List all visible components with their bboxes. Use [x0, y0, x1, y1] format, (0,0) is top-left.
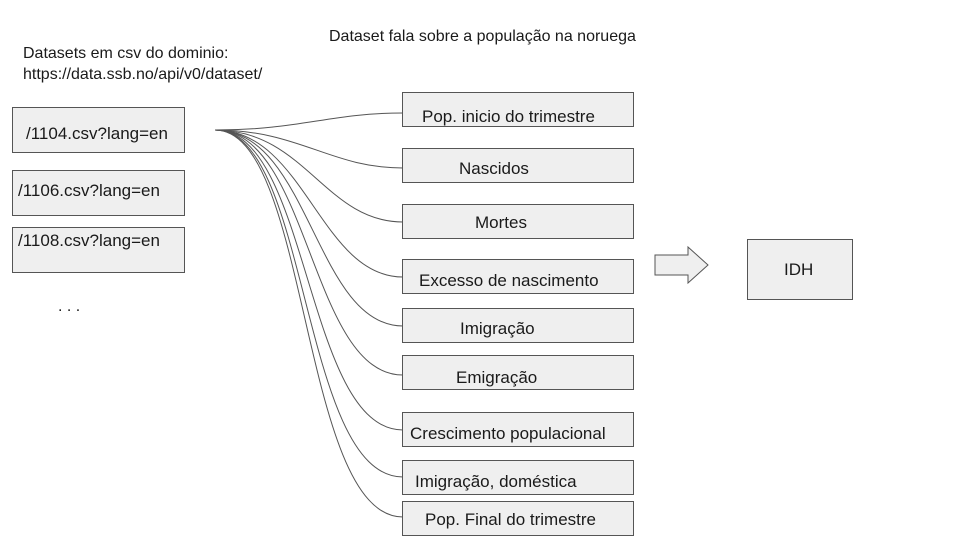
connector-curve [214, 129, 404, 518]
variable-box: Emigração [402, 355, 634, 390]
variable-label: Crescimento populacional [410, 424, 606, 443]
connector-curve [214, 129, 404, 169]
dataset-box-1104: /1104.csv?lang=en [12, 107, 185, 153]
dataset-box-1108: /1108.csv?lang=en [12, 227, 185, 273]
dataset-label: /1104.csv?lang=en [26, 124, 168, 143]
connector-curve [214, 129, 404, 327]
connector-curve [214, 129, 404, 376]
connector-curve [214, 129, 404, 278]
connector-curve [214, 112, 404, 131]
connector-curve [214, 129, 404, 223]
variable-label: Excesso de nascimento [419, 271, 599, 290]
variable-box: Crescimento populacional [402, 412, 634, 447]
dataset-label: /1108.csv?lang=en [18, 231, 160, 250]
connector-curve [214, 129, 404, 431]
right-arrow-icon [654, 245, 709, 285]
result-label: IDH [784, 260, 814, 279]
source-label: Datasets em csv do dominio: [23, 45, 229, 62]
variable-label: Mortes [475, 213, 527, 232]
dataset-box-1106: /1106.csv?lang=en [12, 170, 185, 216]
connector-curve [214, 129, 404, 478]
variable-box: Imigração, doméstica [402, 460, 634, 495]
variable-label: Pop. Final do trimestre [425, 510, 597, 529]
variable-box: Pop. Final do trimestre [402, 501, 634, 536]
variable-label: Nascidos [459, 159, 529, 178]
variable-box: Mortes [402, 204, 634, 239]
variable-box: Excesso de nascimento [402, 259, 634, 294]
variable-box: Nascidos [402, 148, 634, 183]
variable-label: Pop. inicio do trimestre [422, 107, 595, 126]
variable-label: Imigração [460, 319, 535, 338]
dataset-label: /1106.csv?lang=en [18, 181, 160, 200]
variable-box: Pop. inicio do trimestre [402, 92, 634, 127]
source-url: https://data.ssb.no/api/v0/dataset/ [23, 66, 263, 83]
more-datasets-ellipsis: . . . [58, 298, 81, 315]
variable-box: Imigração [402, 308, 634, 343]
diagram-title: Dataset fala sobre a população na norueg… [329, 28, 636, 45]
result-box-idh: IDH [747, 239, 853, 300]
variable-label: Imigração, doméstica [415, 472, 577, 491]
variable-label: Emigração [456, 368, 538, 387]
